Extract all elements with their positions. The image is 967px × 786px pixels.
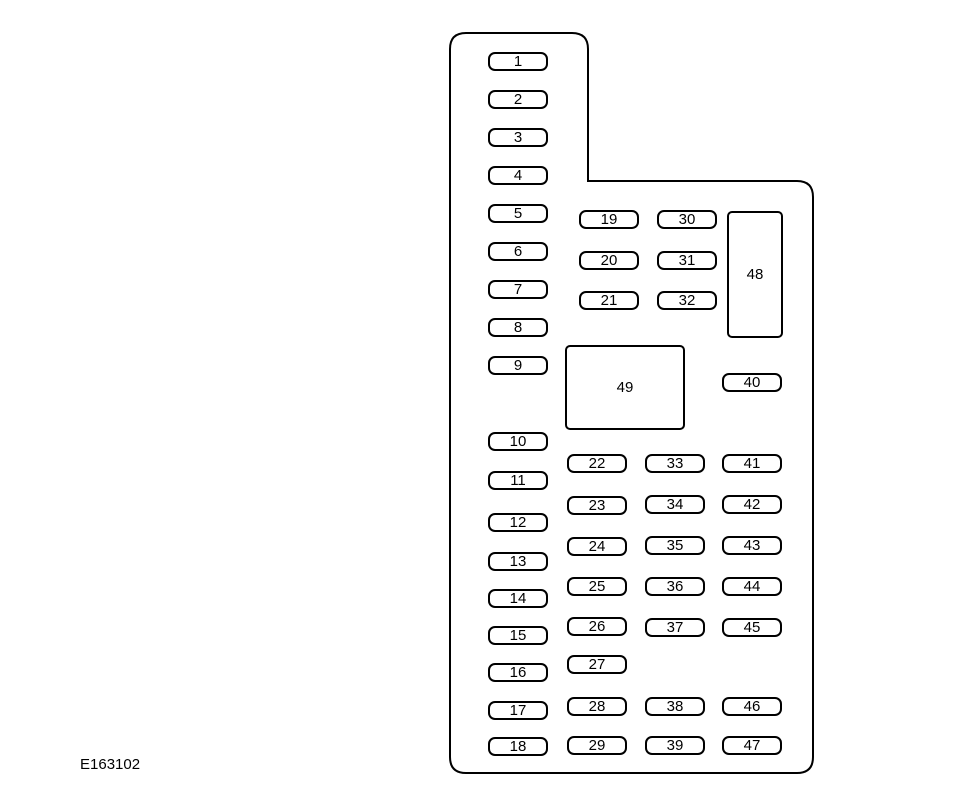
fuse-20: 20 [579,251,639,270]
fuse-34: 34 [645,495,705,514]
fuse-14: 14 [488,589,548,608]
fuse-3: 3 [488,128,548,147]
fuse-30: 30 [657,210,717,229]
fuse-40: 40 [722,373,782,392]
fuse-33: 33 [645,454,705,473]
fuse-28: 28 [567,697,627,716]
fuse-8: 8 [488,318,548,337]
fuse-32: 32 [657,291,717,310]
fuse-13: 13 [488,552,548,571]
fuse-21: 21 [579,291,639,310]
fuse-7: 7 [488,280,548,299]
fuse-19: 19 [579,210,639,229]
fuse-41: 41 [722,454,782,473]
fuse-17: 17 [488,701,548,720]
fuse-4: 4 [488,166,548,185]
fuse-10: 10 [488,432,548,451]
fuse-18: 18 [488,737,548,756]
fuse-47: 47 [722,736,782,755]
fuse-15: 15 [488,626,548,645]
relay-48: 48 [727,211,783,338]
fuse-44: 44 [722,577,782,596]
fuse-27: 27 [567,655,627,674]
fuse-22: 22 [567,454,627,473]
figure-id: E163102 [80,756,141,773]
fuse-25: 25 [567,577,627,596]
fuse-24: 24 [567,537,627,556]
fuse-11: 11 [488,471,548,490]
fuse-12: 12 [488,513,548,532]
fuse-29: 29 [567,736,627,755]
fuse-38: 38 [645,697,705,716]
fuse-16: 16 [488,663,548,682]
fuse-37: 37 [645,618,705,637]
fuse-1: 1 [488,52,548,71]
fuse-46: 46 [722,697,782,716]
fuse-39: 39 [645,736,705,755]
fuse-9: 9 [488,356,548,375]
fuse-43: 43 [722,536,782,555]
fuse-5: 5 [488,204,548,223]
fuse-31: 31 [657,251,717,270]
fuse-6: 6 [488,242,548,261]
fuse-35: 35 [645,536,705,555]
fuse-26: 26 [567,617,627,636]
fuse-45: 45 [722,618,782,637]
relay-49: 49 [565,345,685,430]
fuse-42: 42 [722,495,782,514]
fuse-2: 2 [488,90,548,109]
fuse-23: 23 [567,496,627,515]
fuse-36: 36 [645,577,705,596]
